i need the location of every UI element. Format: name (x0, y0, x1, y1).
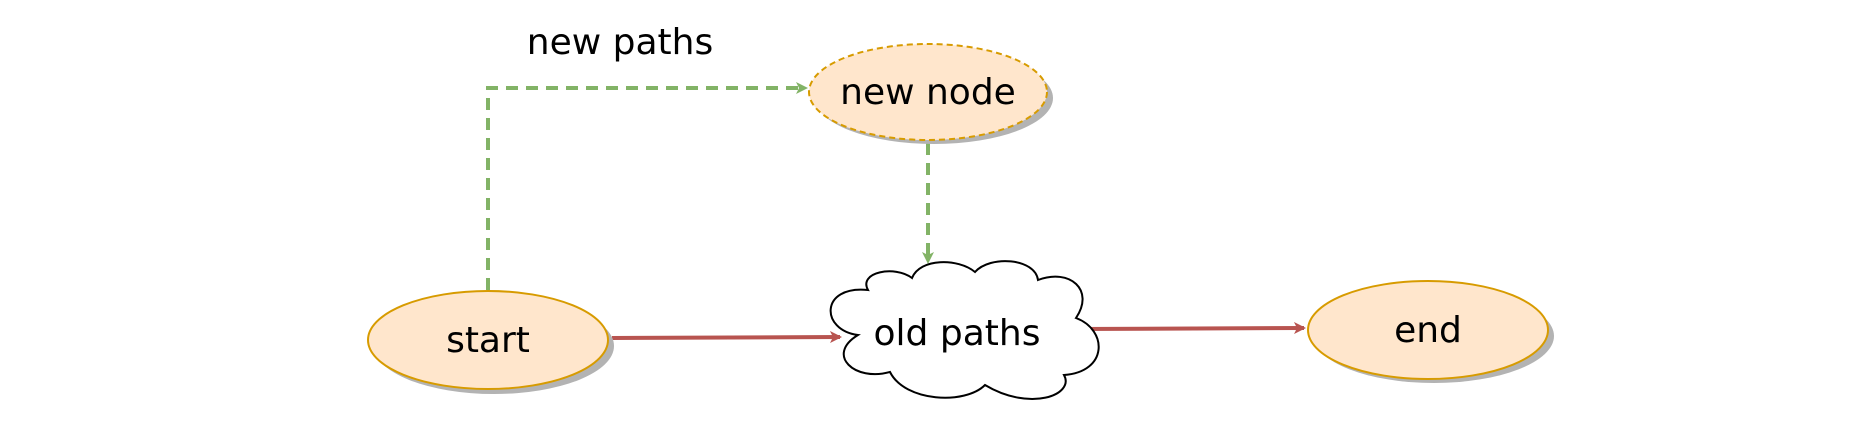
node-end[interactable]: end (1307, 280, 1554, 383)
node-new-node-label: new node (840, 72, 1016, 113)
edge-old-paths-to-end (1077, 322, 1306, 335)
new-paths-caption: new paths (527, 22, 713, 63)
node-old-paths-label: old paths (874, 313, 1041, 354)
node-new-node[interactable]: new node (808, 43, 1053, 144)
node-start[interactable]: start (367, 290, 614, 394)
edge-start-to-new-node (486, 82, 808, 290)
node-end-label: end (1394, 310, 1462, 351)
cloud-shape (829, 260, 1100, 400)
edge-start-to-old-paths (611, 331, 842, 344)
node-old-paths[interactable]: old paths (829, 260, 1100, 400)
node-start-label: start (446, 320, 530, 361)
